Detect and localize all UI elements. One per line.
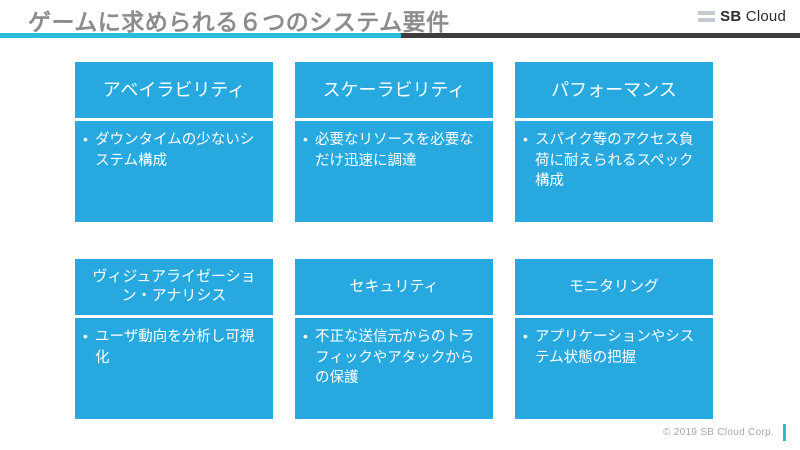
requirement-card-body-text: スパイク等のアクセス負荷に耐えられるスペック構成 — [535, 132, 694, 190]
requirement-card-title: セキュリティ — [295, 259, 493, 315]
requirement-card-security[interactable]: セキュリティ • 不正な送信元からのトラフィックやアタックからの保護 — [295, 259, 493, 419]
brand-label-suffix: Cloud — [745, 8, 786, 25]
requirement-card-body: • アプリケーションやシステム状態の把握 — [515, 318, 713, 419]
bullet-icon: • — [303, 328, 308, 344]
bullet-icon: • — [523, 328, 528, 344]
brand-label-prefix: SB — [720, 8, 742, 25]
page-title: ゲームに求められる６つのシステム要件 — [28, 9, 450, 35]
card-divider — [75, 118, 273, 121]
requirement-card-body: • 不正な送信元からのトラフィックやアタックからの保護 — [295, 318, 493, 419]
header-divider-accent — [0, 33, 401, 38]
card-divider — [515, 118, 713, 121]
requirement-card-title: モニタリング — [515, 259, 713, 315]
requirement-card-body-text: ダウンタイムの少ないシステム構成 — [95, 132, 255, 169]
card-divider — [515, 315, 713, 318]
requirement-card-monitoring[interactable]: モニタリング • アプリケーションやシステム状態の把握 — [515, 259, 713, 419]
slide-header: ゲームに求められる６つのシステム要件 SB Cloud — [0, 0, 800, 36]
requirement-card-title: パフォーマンス — [515, 62, 713, 118]
requirement-card-availability[interactable]: アベイラビリティ • ダウンタイムの少ないシステム構成 — [75, 62, 273, 222]
requirement-card-body-text: アプリケーションやシステム状態の把握 — [535, 329, 695, 366]
requirement-card-body-text: 必要なリソースを必要なだけ迅速に調達 — [315, 132, 474, 169]
requirement-card-body: • 必要なリソースを必要なだけ迅速に調達 — [295, 121, 493, 222]
requirement-card-performance[interactable]: パフォーマンス • スパイク等のアクセス負荷に耐えられるスペック構成 — [515, 62, 713, 222]
copyright-text: © 2019 SB Cloud Corp. — [663, 427, 774, 438]
requirements-row-bottom: ヴィジュアライゼーション・アナリシス • ユーザ動向を分析し可視化 セキュリティ… — [75, 259, 713, 419]
bullet-icon: • — [303, 131, 308, 147]
sb-cloud-logo: SB Cloud — [698, 8, 786, 25]
requirement-card-visualization-analysis[interactable]: ヴィジュアライゼーション・アナリシス • ユーザ動向を分析し可視化 — [75, 259, 273, 419]
requirement-card-title: スケーラビリティ — [295, 62, 493, 118]
requirements-row-top: アベイラビリティ • ダウンタイムの少ないシステム構成 スケーラビリティ • 必… — [75, 62, 713, 222]
requirement-card-body: • スパイク等のアクセス負荷に耐えられるスペック構成 — [515, 121, 713, 222]
requirement-card-body: • ユーザ動向を分析し可視化 — [75, 318, 273, 419]
card-divider — [295, 118, 493, 121]
bullet-icon: • — [83, 131, 88, 147]
bullet-icon: • — [523, 131, 528, 147]
card-divider — [295, 315, 493, 318]
requirement-card-body: • ダウンタイムの少ないシステム構成 — [75, 121, 273, 222]
slide-footer: © 2019 SB Cloud Corp. — [663, 424, 786, 441]
three-bars-icon — [698, 11, 716, 22]
brand-label: SB Cloud — [720, 8, 786, 25]
requirement-card-title: アベイラビリティ — [75, 62, 273, 118]
footer-accent-bar — [783, 424, 786, 441]
requirement-card-scalability[interactable]: スケーラビリティ • 必要なリソースを必要なだけ迅速に調達 — [295, 62, 493, 222]
bullet-icon: • — [83, 328, 88, 344]
requirement-card-body-text: ユーザ動向を分析し可視化 — [95, 329, 255, 366]
card-divider — [75, 315, 273, 318]
requirement-card-body-text: 不正な送信元からのトラフィックやアタックからの保護 — [315, 329, 475, 387]
requirement-card-title: ヴィジュアライゼーション・アナリシス — [75, 259, 273, 315]
requirements-grid: アベイラビリティ • ダウンタイムの少ないシステム構成 スケーラビリティ • 必… — [75, 62, 713, 419]
